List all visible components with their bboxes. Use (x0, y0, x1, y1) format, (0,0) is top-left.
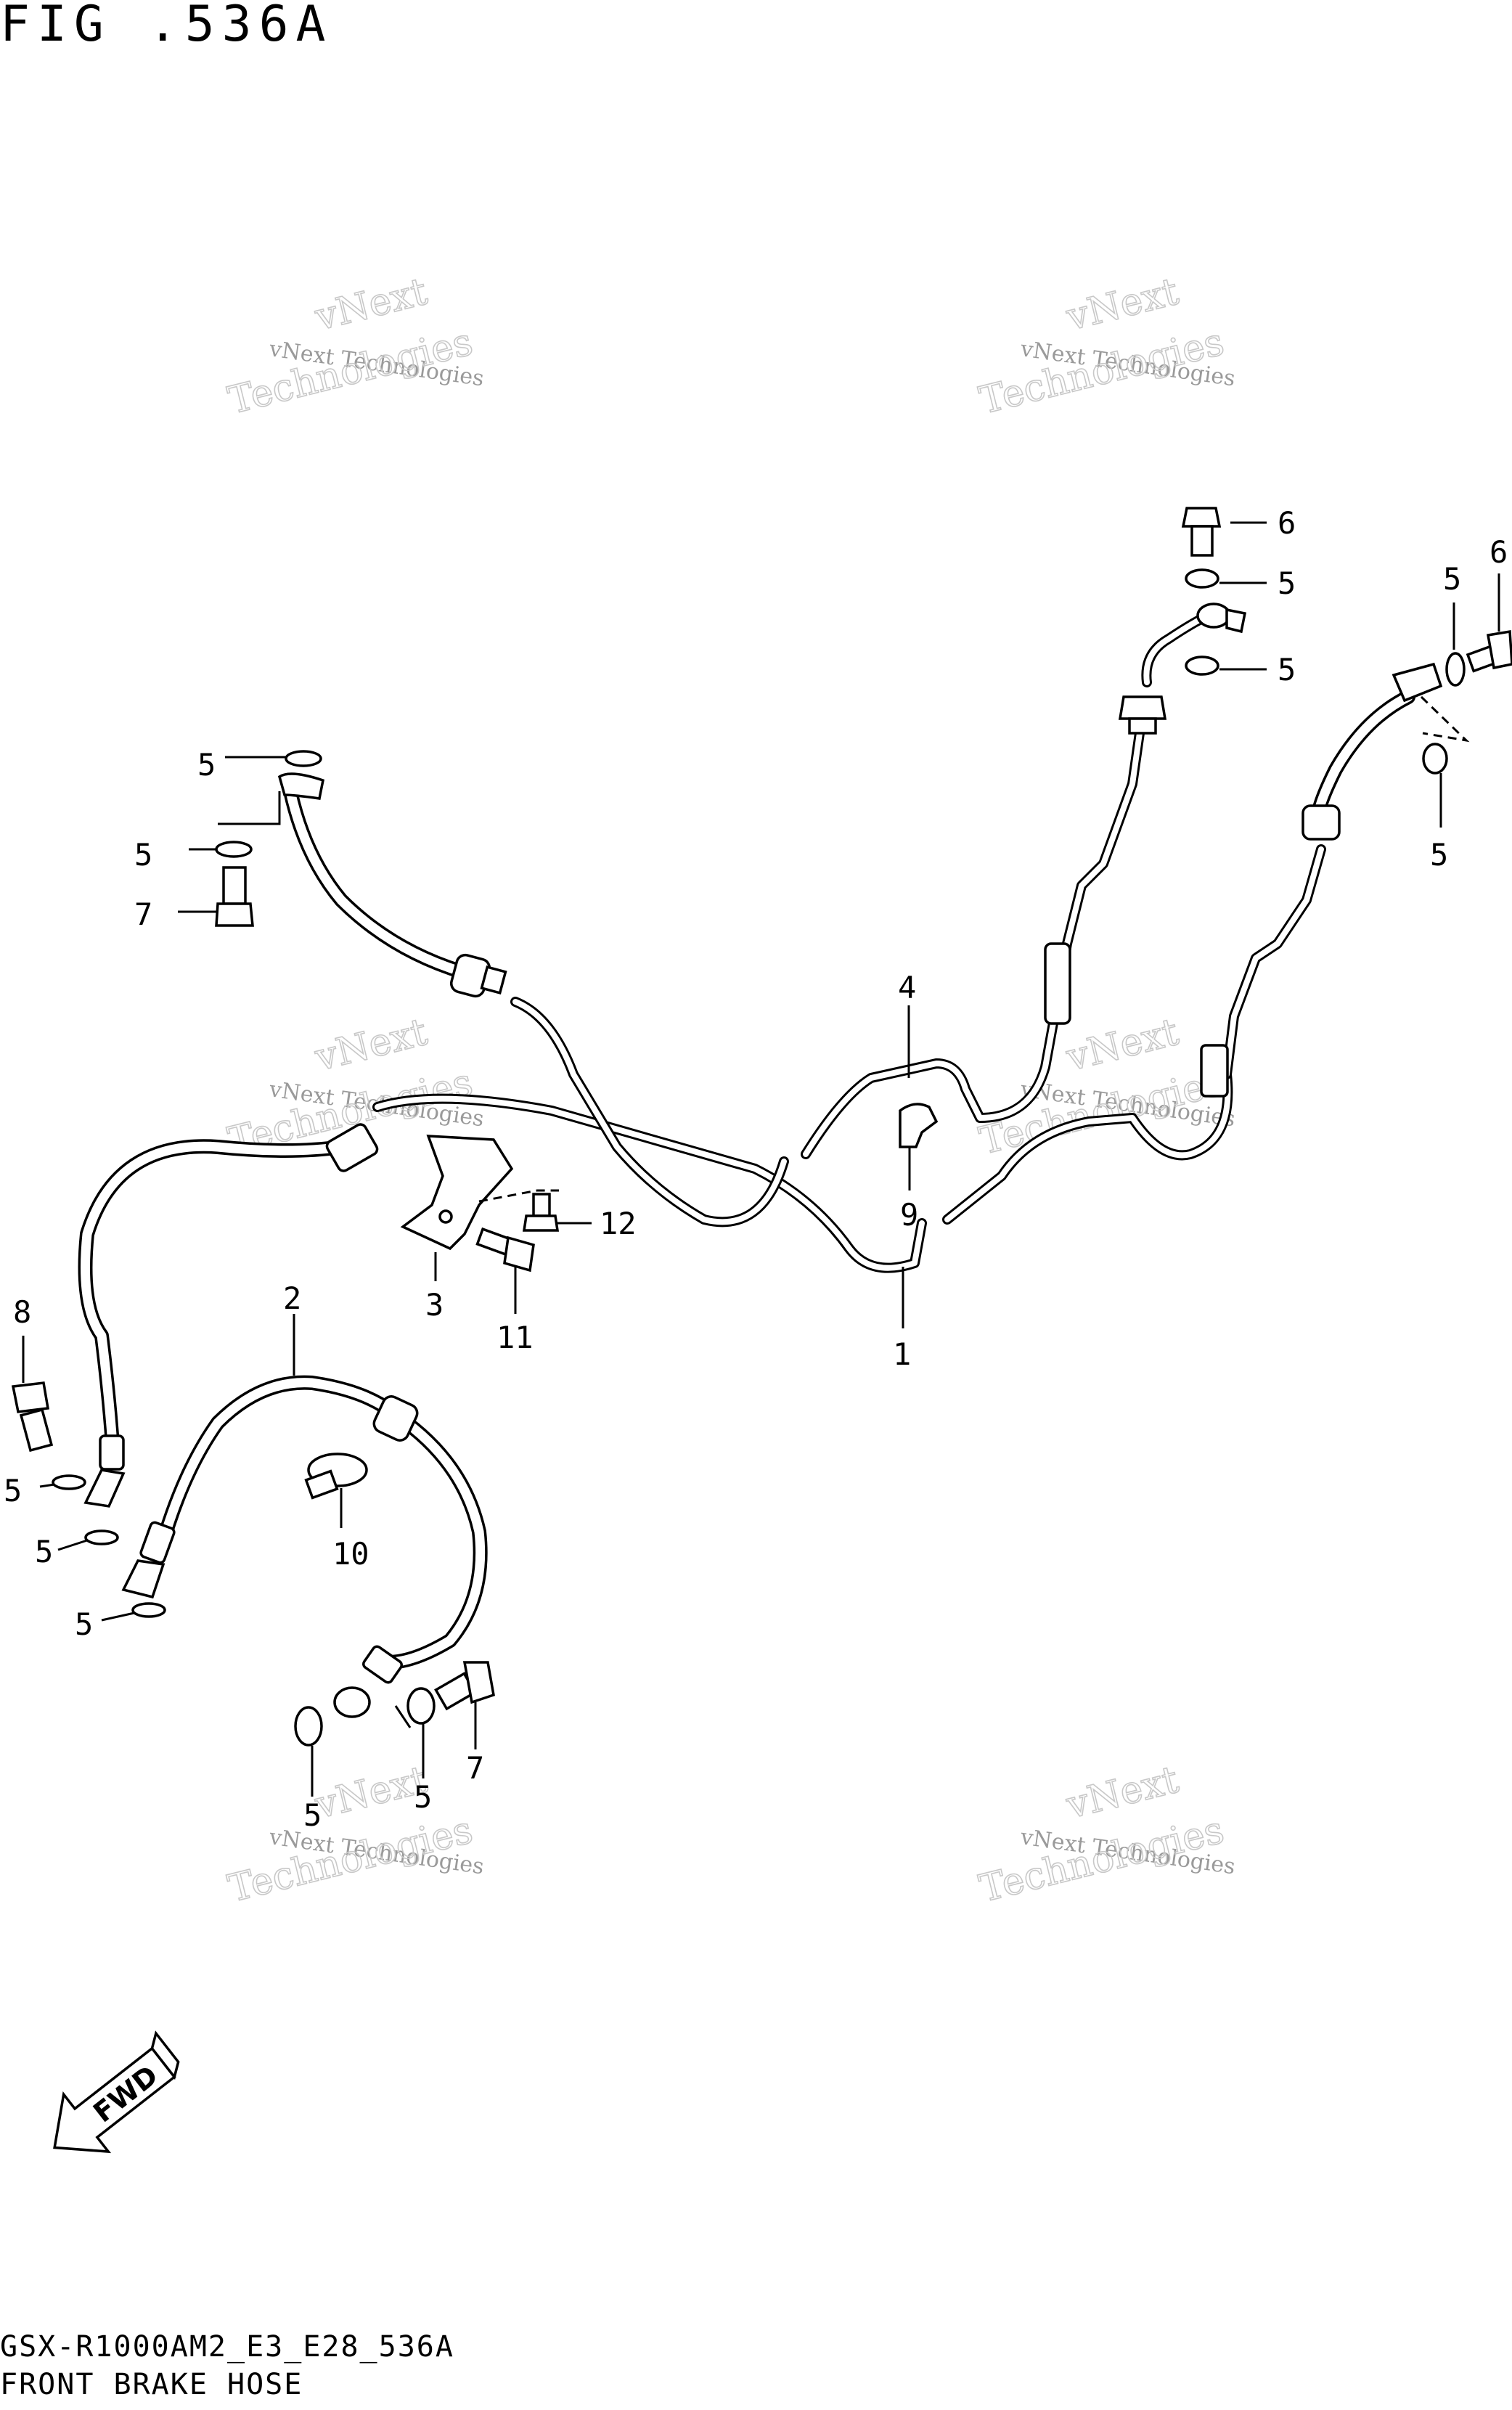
callouts: 6 5 5 6 5 5 5 5 7 8 5 5 5 2 10 5 5 7 3 1… (4, 505, 1508, 1833)
fwd-arrow: FWD (53, 2030, 180, 2154)
figure-title: FIG .536A (0, 0, 333, 53)
callout-5: 5 (1443, 561, 1461, 597)
guide-line (478, 1189, 559, 1203)
callout-5: 5 (197, 747, 216, 783)
footer-section-name: FRONT BRAKE HOSE (0, 2368, 303, 2401)
callout-5: 5 (35, 1534, 53, 1569)
left-front-hose (78, 1123, 379, 1508)
watermark-bottom-left: vNext Technologies vNext Technologies (224, 1757, 486, 1912)
part-2-brake-hose (121, 1375, 488, 1718)
watermark-big-line1: vNext (1062, 1010, 1183, 1080)
callout-1: 1 (893, 1336, 911, 1372)
watermark-big-line2: Technologies (976, 320, 1228, 422)
part-5-washer (131, 1602, 166, 1618)
part-5-washer (1185, 568, 1219, 589)
callout-3: 3 (425, 1287, 444, 1323)
watermark-big-line1: vNext (311, 1010, 432, 1080)
watermark-mid-right: vNext Technologies vNext Technologies (975, 1010, 1237, 1164)
part-7-bolt-upper (215, 866, 254, 927)
part-10-clamp (304, 1453, 368, 1500)
upper-left-hose (277, 772, 507, 998)
watermark-big-line1: vNext (1062, 270, 1183, 340)
part-5-washer (406, 1687, 436, 1725)
callout-5: 5 (4, 1473, 22, 1508)
callout-7: 7 (134, 896, 152, 932)
callout-4: 4 (898, 970, 916, 1005)
callout-5: 5 (1278, 652, 1296, 687)
footer-drawing-code: GSX-R1000AM2_E3_E28_536A (0, 2330, 454, 2364)
callout-5: 5 (75, 1606, 93, 1642)
callout-5: 5 (134, 837, 152, 873)
part-5-washer (294, 1706, 323, 1747)
callout-5: 5 (1278, 565, 1296, 601)
part-5-washer (84, 1529, 119, 1545)
leader-lines (22, 521, 1500, 1797)
callout-12: 12 (600, 1206, 637, 1241)
part-5-washer (1422, 743, 1448, 775)
callout-5: 5 (1430, 837, 1448, 873)
watermark-big-line1: vNext (1062, 1758, 1183, 1828)
part-5-washer (285, 750, 322, 767)
watermark-top-right: vNext Technologies vNext Technologies (975, 269, 1237, 424)
part-1-brake-pipe (372, 844, 1326, 1273)
callout-8: 8 (13, 1294, 31, 1330)
part-9-clamp (899, 1103, 939, 1148)
callout-5: 5 (414, 1779, 432, 1815)
part-5-washer (52, 1474, 86, 1490)
callout-9: 9 (900, 1197, 918, 1233)
part-8-bolt (11, 1381, 54, 1453)
part-5-washer (215, 841, 253, 858)
guide-line (218, 791, 281, 825)
part-5-washer (1185, 655, 1219, 676)
callout-11: 11 (496, 1320, 534, 1355)
callout-10: 10 (332, 1536, 369, 1572)
part-6-bolt-top (1181, 507, 1222, 557)
callout-5: 5 (303, 1797, 322, 1833)
watermark-big-line2: Technologies (224, 1808, 477, 1911)
watermark-big-line2: Technologies (224, 320, 477, 422)
part-5-washer (1445, 652, 1466, 687)
callout-6: 6 (1489, 534, 1508, 570)
callout-7: 7 (466, 1750, 484, 1786)
watermark-big-line1: vNext (311, 270, 432, 340)
fwd-arrow-side (150, 2030, 180, 2080)
part-7-bolt-lower (434, 1661, 495, 1711)
upper-right-hose (1301, 662, 1443, 841)
callout-6: 6 (1278, 505, 1296, 541)
part-6-bolt-right (1466, 629, 1512, 673)
watermark-big-line2: Technologies (976, 1808, 1228, 1911)
part-3-bracket (400, 1135, 514, 1251)
part-4-brake-pipe (510, 695, 1167, 1228)
watermark-top-left: vNext Technologies vNext Technologies (224, 269, 486, 424)
watermark-bottom-right: vNext Technologies vNext Technologies (975, 1757, 1237, 1912)
part-12-bolt (522, 1193, 560, 1232)
guide-line (394, 1705, 412, 1728)
upper-banjo-fitting (1141, 602, 1247, 687)
callout-2: 2 (283, 1280, 301, 1316)
part-11-bolt (475, 1227, 535, 1273)
guide-line (1420, 695, 1470, 743)
